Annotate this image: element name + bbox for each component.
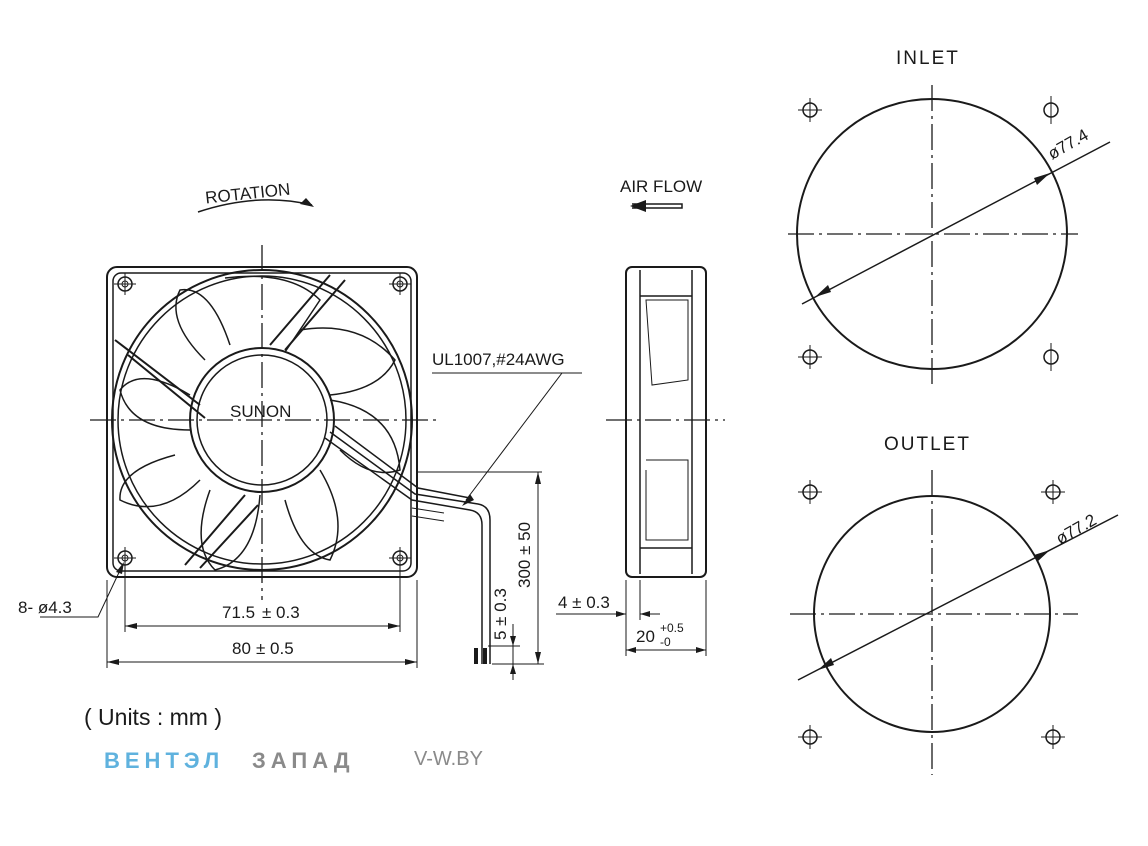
hole-callout-leader bbox=[40, 565, 123, 618]
thickness-tol-upper: +0.5 bbox=[660, 621, 684, 635]
thickness-tol-lower: -0 bbox=[660, 635, 671, 649]
thickness-value: 20 bbox=[636, 627, 655, 646]
hole-spacing-tol: ± 0.3 bbox=[262, 603, 300, 622]
width-tol: ± 0.5 bbox=[256, 639, 294, 658]
hole-spacing-dim bbox=[124, 566, 401, 632]
outlet-title: OUTLET bbox=[884, 434, 971, 455]
hole-callout-label: 8- ø4.3 bbox=[18, 598, 72, 617]
width-value: 80 bbox=[232, 639, 251, 658]
hole-spacing-value: 71.5 bbox=[222, 603, 255, 622]
width-dim bbox=[106, 580, 418, 668]
strip-length-label: 5 ± 0.3 bbox=[491, 588, 510, 640]
rotation-arrow-head bbox=[300, 198, 314, 207]
inlet-diameter-line bbox=[801, 141, 1111, 305]
air-flow-label: AIR FLOW bbox=[620, 177, 702, 196]
outlet-diameter-label: ø77.2 bbox=[1053, 510, 1100, 548]
outlet-diameter-line bbox=[797, 514, 1119, 681]
wire-spec-label: UL1007,#24AWG bbox=[432, 350, 565, 369]
inlet-diameter-label: ø77.4 bbox=[1045, 125, 1092, 163]
lead-length-dim bbox=[418, 471, 544, 665]
side-flanges bbox=[639, 270, 693, 574]
rotation-arrow bbox=[197, 199, 313, 213]
outlet-view: OUTLET ø77.2 bbox=[790, 434, 1119, 775]
inlet-mount-marks bbox=[798, 96, 1059, 371]
fan-blades bbox=[119, 275, 401, 571]
flange-label: 4 ± 0.3 bbox=[558, 593, 610, 612]
side-body bbox=[625, 266, 707, 578]
front-view: ROTATION bbox=[18, 180, 582, 680]
watermark-brand-part2: ЗАПАД bbox=[252, 748, 355, 773]
air-flow-arrow-head bbox=[630, 200, 646, 212]
side-view: AIR FLOW 4 ± 0.3 20 +0.5 -0 bbox=[556, 177, 725, 656]
side-blades bbox=[645, 299, 689, 541]
watermark-site: V-W.BY bbox=[414, 748, 483, 770]
brand-label: SUNON bbox=[230, 402, 291, 421]
wire-spec-leader bbox=[432, 372, 582, 501]
inlet-title: INLET bbox=[896, 48, 960, 69]
air-flow-arrow bbox=[632, 203, 683, 209]
units-note: ( Units : mm ) bbox=[84, 704, 222, 730]
inlet-view: INLET ø77.4 bbox=[788, 48, 1111, 388]
frame-spokes bbox=[114, 274, 346, 569]
watermark-brand-part1: ВЕНТЭЛ bbox=[104, 748, 225, 773]
lead-length-label: 300 ± 50 bbox=[515, 522, 534, 588]
outlet-mount-marks bbox=[798, 480, 1065, 749]
rotation-label: ROTATION bbox=[204, 180, 291, 208]
flange-dim bbox=[556, 580, 660, 620]
lead-wires bbox=[324, 425, 491, 664]
mounting-holes bbox=[114, 273, 411, 569]
